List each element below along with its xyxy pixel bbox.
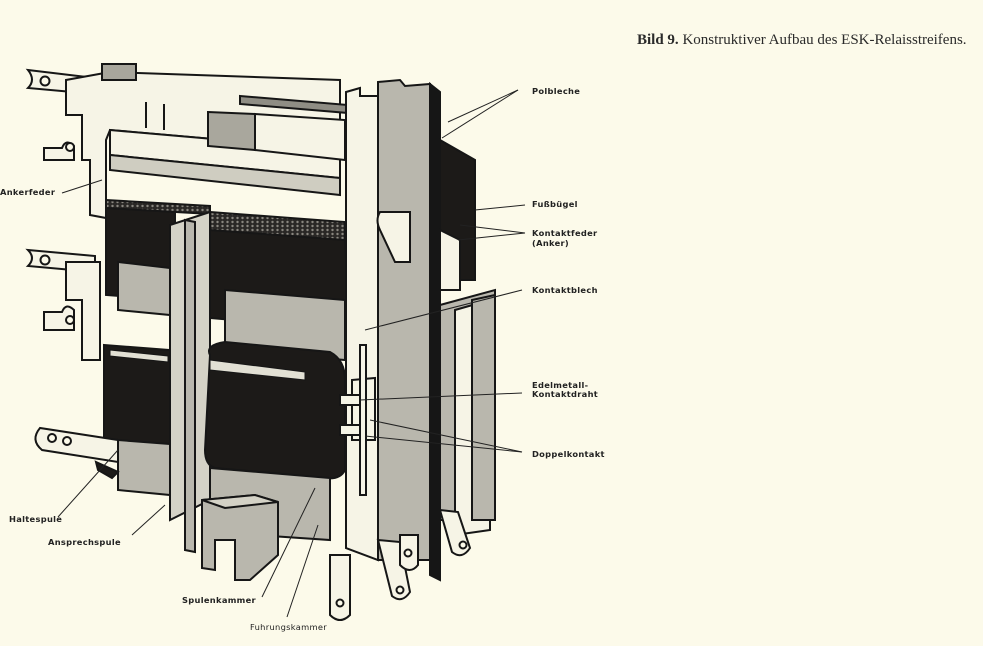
leader-fussbuegel — [474, 204, 526, 211]
middle-terminal-lug — [25, 248, 101, 361]
label-fussbuegel: Fußbügel — [532, 199, 578, 209]
figure-caption: Bild 9. Konstruktiver Aufbau des ESK-Rel… — [637, 32, 967, 49]
leader-haltespule — [57, 449, 119, 518]
label-ankerfeder: Ankerfeder — [0, 187, 56, 197]
label-haltespule: Haltespule — [9, 514, 63, 524]
armature-spring-frame — [65, 63, 361, 220]
label-kontaktfeder-anker: (Anker) — [532, 238, 570, 248]
coil-chamber-plate — [169, 210, 352, 554]
contact-plate-assembly — [339, 78, 496, 582]
figure-number: Bild 9. — [637, 32, 679, 48]
leader-ansprechspule — [131, 504, 166, 536]
guide-chamber-block — [201, 493, 279, 581]
leader-kontaktfeder-1 — [459, 224, 526, 234]
leader-polbleche-2 — [441, 89, 519, 139]
leader-ankerfeder — [61, 179, 103, 194]
label-polbleche: Polbleche — [532, 86, 581, 96]
label-edelmetall: Edelmetall- — [532, 380, 589, 390]
leader-fuehrungskammer — [286, 524, 319, 618]
leader-polbleche-1 — [447, 89, 519, 123]
label-spulenkammer: Spulenkammer — [182, 595, 256, 605]
label-kontaktdraht: Kontaktdraht — [532, 389, 599, 399]
coil-terminal-lug — [34, 426, 120, 480]
leader-doppelkontakt-2 — [369, 419, 523, 453]
label-kontaktblech: Kontaktblech — [532, 285, 598, 295]
leader-doppelkontakt-1 — [364, 435, 523, 453]
leader-kontaktblech — [364, 289, 523, 331]
label-ansprechspule: Ansprechspule — [48, 537, 121, 547]
label-doppelkontakt: Doppelkontakt — [532, 449, 605, 459]
leader-edelmetall — [359, 392, 523, 401]
leader-lines — [57, 89, 526, 618]
leader-kontaktfeder-2 — [457, 232, 526, 241]
leader-spulenkammer — [261, 487, 316, 598]
label-fuehrungskammer: Fuhrungskammer — [250, 622, 327, 632]
holding-coil — [103, 198, 211, 497]
figure-caption-text: Konstruktiver Aufbau des ESK-Relaisstrei… — [678, 32, 967, 48]
solder-lugs — [329, 508, 472, 621]
label-kontaktfeder: Kontaktfeder — [532, 228, 598, 238]
